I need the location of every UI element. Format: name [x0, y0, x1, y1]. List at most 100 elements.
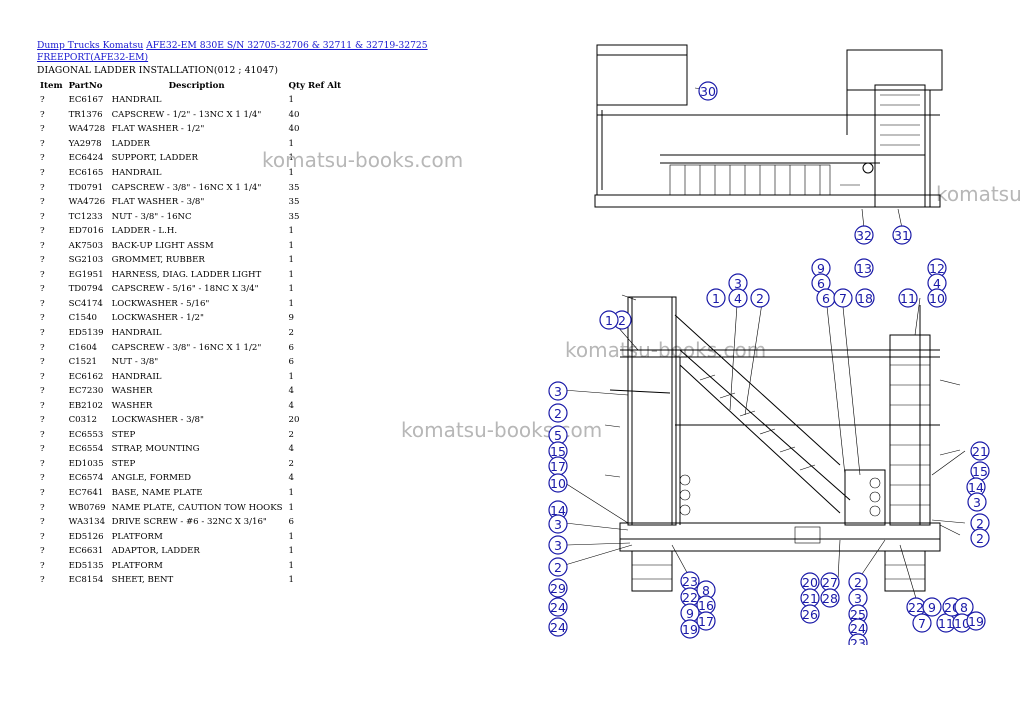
callout-bubble: 2 — [548, 557, 568, 577]
callout-number: 24 — [850, 621, 866, 636]
row-item: ? — [40, 124, 45, 135]
row-partno: WB0769 — [68, 502, 106, 513]
callout-number: 16 — [698, 598, 714, 613]
callout-number: 24 — [550, 600, 566, 615]
callout-bubble: 13 — [854, 258, 874, 278]
callout-bubble: 2 — [548, 403, 568, 423]
callout-bubble: 20 — [800, 572, 820, 592]
row-partno: WA4728 — [68, 124, 106, 135]
callout-number: 23 — [850, 636, 866, 645]
page-title: DIAGONAL LADDER INSTALLATION(012 ; 41047… — [37, 65, 279, 76]
callout-bubble: 10 — [927, 288, 947, 308]
callout-number: 22 — [908, 600, 924, 615]
row-description: FLAT WASHER - 3/8" — [111, 197, 205, 208]
row-item: ? — [40, 517, 45, 528]
callout-number: 18 — [857, 291, 873, 306]
callout-number: 11 — [938, 616, 954, 631]
callout-bubble: 17 — [696, 611, 716, 631]
row-qty: 1 — [288, 371, 294, 382]
callout-bubble: 2 — [848, 572, 868, 592]
row-item: ? — [40, 328, 45, 339]
row-qty: 1 — [288, 269, 294, 280]
callout-number: 3 — [554, 384, 562, 399]
row-qty: 1 — [288, 240, 294, 251]
row-qty: 1 — [288, 531, 294, 542]
row-qty: 1 — [288, 546, 294, 557]
callout-number: 7 — [839, 291, 847, 306]
row-partno: ED7016 — [68, 226, 104, 237]
callout-bubble: 19 — [966, 611, 986, 631]
row-description: CAPSCREW - 3/8" - 16NC X 1 1/4" — [111, 182, 262, 193]
row-description: HARNESS, DIAG. LADDER LIGHT — [111, 269, 262, 280]
row-partno: EB2102 — [68, 400, 104, 411]
callout-number: 21 — [802, 591, 818, 606]
row-partno: WA3134 — [68, 517, 106, 528]
callout-number: 2 — [976, 516, 984, 531]
row-qty: 1 — [288, 298, 294, 309]
callout-bubble: 3 — [967, 492, 987, 512]
row-description: LOCKWASHER - 5/16" — [111, 298, 210, 309]
callout-number: 10 — [929, 291, 945, 306]
row-qty: 1 — [288, 226, 294, 237]
callout-bubble: 26 — [800, 604, 820, 624]
callout-number: 19 — [968, 614, 984, 629]
row-partno: AK7503 — [68, 240, 104, 251]
callout-number: 28 — [822, 591, 838, 606]
row-item: ? — [40, 168, 45, 178]
row-description: PLATFORM — [111, 560, 163, 571]
row-description: ADAPTOR, LADDER — [111, 546, 200, 557]
callout-bubble: 7 — [833, 288, 853, 308]
callout-bubble: 9 — [680, 603, 700, 623]
callout-number: 4 — [933, 276, 941, 291]
callout-number: 6 — [822, 291, 830, 306]
callout-bubble: 10 — [548, 473, 568, 493]
callout-bubble: 29 — [548, 578, 568, 598]
row-item: ? — [40, 458, 45, 469]
col-qty-header: Qty Ref Alt — [288, 80, 342, 91]
row-partno: EC6167 — [68, 95, 104, 106]
row-qty: 4 — [288, 400, 294, 411]
callout-number: 9 — [686, 606, 694, 621]
callout-bubble: 15 — [548, 441, 568, 461]
breadcrumb-link-dump-trucks[interactable]: Dump Trucks Komatsu — [37, 40, 144, 51]
row-item: ? — [40, 560, 45, 571]
callout-bubble: 6 — [816, 288, 836, 308]
callout-number: 2 — [554, 406, 562, 421]
row-partno: EC6424 — [68, 153, 104, 164]
row-item: ? — [40, 197, 45, 208]
breadcrumb-link-model[interactable]: AFE32-EM 830E S/N 32705-32706 & 32711 & … — [146, 40, 428, 51]
callout-number: 4 — [734, 291, 742, 306]
row-qty: 6 — [288, 357, 294, 368]
row-description: LOCKWASHER - 3/8" — [111, 415, 204, 426]
row-qty: 1 — [288, 560, 294, 571]
row-description: SHEET, BENT — [111, 575, 174, 586]
callout-bubble: 2 — [750, 288, 770, 308]
row-qty: 2 — [288, 429, 294, 440]
row-description: SUPPORT, LADDER — [111, 153, 199, 164]
callout-bubble: 32 — [854, 225, 874, 245]
callout-number: 3 — [554, 538, 562, 553]
row-item: ? — [40, 429, 45, 440]
callout-number: 3 — [854, 591, 862, 606]
callout-bubble: 4 — [728, 288, 748, 308]
callout-bubble: 3 — [728, 273, 748, 293]
row-description: STEP — [111, 458, 136, 469]
row-description: BACK-UP LIGHT ASSM — [111, 240, 214, 251]
row-item: ? — [40, 386, 45, 397]
row-partno: YA2978 — [68, 138, 102, 149]
callout-bubble: 19 — [680, 619, 700, 639]
row-qty: 9 — [288, 313, 294, 324]
callout-number: 13 — [856, 261, 872, 276]
row-qty: 2 — [288, 328, 294, 339]
breadcrumb-link-freeport[interactable]: FREEPORT(AFE32-EM) — [37, 52, 149, 63]
